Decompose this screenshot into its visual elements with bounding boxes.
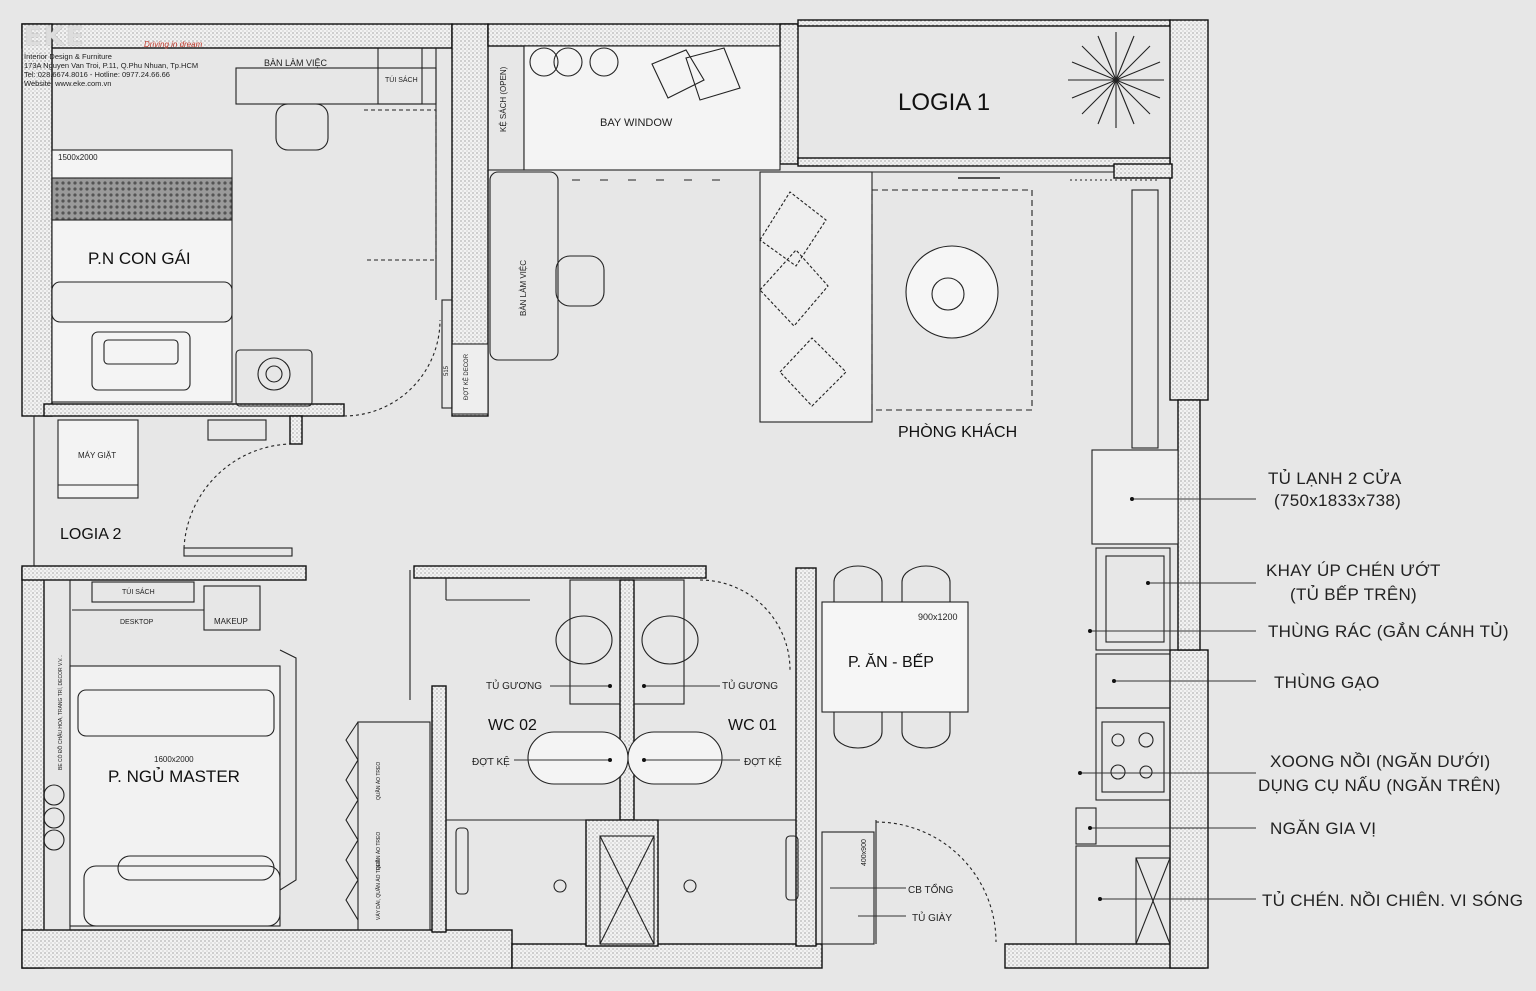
company-logo: EKE Driving in dream Interior Design & F… xyxy=(24,22,244,92)
room-label-master: P. NGỦ MASTER xyxy=(108,767,240,786)
legend-pots: XOONG NỒI (NGĂN DƯỚI) xyxy=(1270,752,1491,771)
legend-fridge: TỦ LẠNH 2 CỬA xyxy=(1268,469,1402,488)
room-label-logia2: LOGIA 2 xyxy=(60,526,121,543)
company-line-1: Interior Design & Furniture xyxy=(24,52,112,61)
label-closet-side: BE CÓ ĐỒ CHẬU HOA, TRANG TRÍ, DECOR V.V.… xyxy=(57,655,64,770)
room-label-girl-bedroom: P.N CON GÁI xyxy=(88,249,191,268)
label-wardrobe2: QUẦN ÁO TREO xyxy=(375,832,382,870)
label-desk-mid: BÀN LÀM VIỆC xyxy=(519,260,528,316)
legend-cabinet: TỦ CHÉN. NỒI CHIÊN. VI SÓNG xyxy=(1262,891,1524,910)
label-mirror-right: TỦ GƯƠNG xyxy=(722,679,778,692)
logia1-plant xyxy=(1068,32,1164,128)
label-wardrobe1: QUẦN ÁO TREO xyxy=(375,762,382,800)
label-bag-master: TÚI SÁCH xyxy=(122,587,155,596)
label-cab-size: 400x900 xyxy=(861,839,868,866)
room-label-living: PHÒNG KHÁCH xyxy=(898,422,1017,441)
legend-utensils: DỤNG CỤ NẤU (NGĂN TRÊN) xyxy=(1258,776,1501,795)
label-shelf-left: ĐỢT KỆ xyxy=(472,755,510,768)
label-washer: MÁY GIẶT xyxy=(78,451,116,460)
legend-dots xyxy=(608,497,1150,901)
label-bag-top: TÚI SÁCH xyxy=(385,75,418,84)
company-line-2: 173A Nguyen Van Troi, P.11, Q.Phu Nhuan,… xyxy=(24,61,199,70)
company-line-4: Website: www.eke.com.vn xyxy=(24,79,112,88)
label-515: 515 xyxy=(444,365,450,376)
logia2-area xyxy=(33,416,293,566)
label-makeup: MAKEUP xyxy=(214,617,248,626)
legend-spices: NGĂN GIA VỊ xyxy=(1270,819,1377,838)
room-label-dining: P. ĂN - BẾP xyxy=(848,652,934,671)
label-desktop: DESKTOP xyxy=(120,619,154,626)
label-bed1-size: 1500x2000 xyxy=(58,153,98,162)
label-shelf-right: ĐỢT KỆ xyxy=(744,755,782,768)
logo-tagline: Driving in dream xyxy=(144,40,203,49)
room-label-wc02: WC 02 xyxy=(488,717,537,734)
wc-fixtures xyxy=(409,570,799,945)
label-wardrobe3: VÁY DÀI, QUẦN ÁO TREO xyxy=(375,859,382,920)
legend-fridge-size: (750x1833x738) xyxy=(1274,491,1402,510)
label-mirror-left: TỦ GƯƠNG xyxy=(486,679,542,692)
label-shoe-cab: TỦ GIÀY xyxy=(912,911,952,924)
dining-furniture xyxy=(821,565,997,945)
label-table-size: 900x1200 xyxy=(918,612,958,622)
living-room-furniture xyxy=(759,165,1114,423)
girl-bedroom-furniture xyxy=(51,47,441,417)
legend-leaders xyxy=(514,498,1256,917)
label-cb-tong: CB TỔNG xyxy=(908,883,954,896)
label-bookshelf: KỆ SÁCH (OPEN) xyxy=(499,66,508,132)
kitchen-counter xyxy=(1070,179,1179,945)
label-decor-shelf: ĐỢT KỆ DECOR xyxy=(462,353,470,400)
logo-mark: EKE xyxy=(24,22,86,52)
company-line-3: Tel: 028.6674.8016 - Hotline: 0977.24.66… xyxy=(24,70,170,79)
label-desk-top: BÀN LÀM VIỆC xyxy=(264,58,328,68)
room-label-logia1: LOGIA 1 xyxy=(898,89,990,116)
legend-dish-tray-sub: (TỦ BẾP TRÊN) xyxy=(1290,585,1418,604)
legend-rice-bin: THÙNG GẠO xyxy=(1274,673,1380,692)
bay-window-area xyxy=(441,45,781,415)
master-bedroom-furniture xyxy=(43,579,431,931)
legend-dish-tray: KHAY ÚP CHÉN ƯỚT xyxy=(1266,561,1441,580)
label-bay-window: BAY WINDOW xyxy=(600,117,673,129)
label-bed2-size: 1600x2000 xyxy=(154,755,194,764)
legend-trash-bin: THÙNG RÁC (GẮN CÁNH TỦ) xyxy=(1268,622,1509,641)
room-label-wc01: WC 01 xyxy=(728,717,777,734)
